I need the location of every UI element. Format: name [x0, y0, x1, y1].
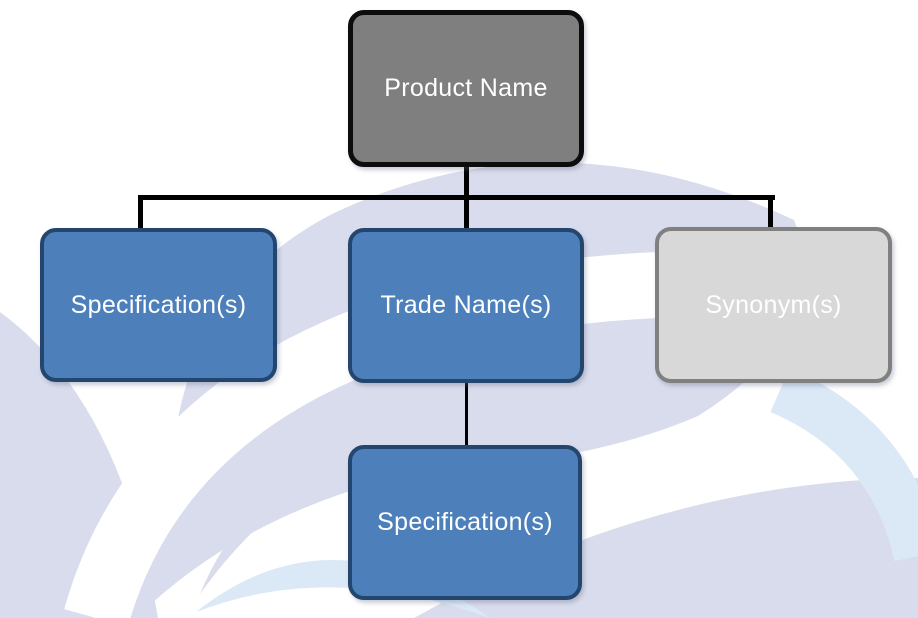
connector-drop-specifications [138, 195, 143, 228]
node-trade-names-label: Trade Name(s) [380, 291, 552, 319]
connector-drop-synonyms [768, 195, 773, 228]
node-trade-names: Trade Name(s) [348, 228, 584, 383]
node-synonyms-label: Synonym(s) [705, 290, 842, 319]
watermark-blue-bottom-swoosh [196, 559, 490, 618]
connector-children-bar [138, 195, 775, 200]
watermark-blue-right-arc [770, 367, 918, 562]
node-specifications-label: Specification(s) [70, 290, 247, 319]
node-product-name-label: Product Name [384, 74, 548, 102]
connector-trade-to-spec [465, 382, 468, 446]
watermark-thin-crescent [200, 446, 352, 594]
connector-product-stem [464, 165, 469, 198]
node-specifications-under-trade: Specification(s) [348, 445, 582, 600]
node-synonyms: Synonym(s) [655, 227, 892, 383]
connector-drop-trade-names [464, 195, 469, 228]
node-product-name: Product Name [348, 10, 584, 167]
node-specifications: Specification(s) [40, 228, 277, 382]
node-specifications-under-trade-label: Specification(s) [377, 508, 553, 536]
